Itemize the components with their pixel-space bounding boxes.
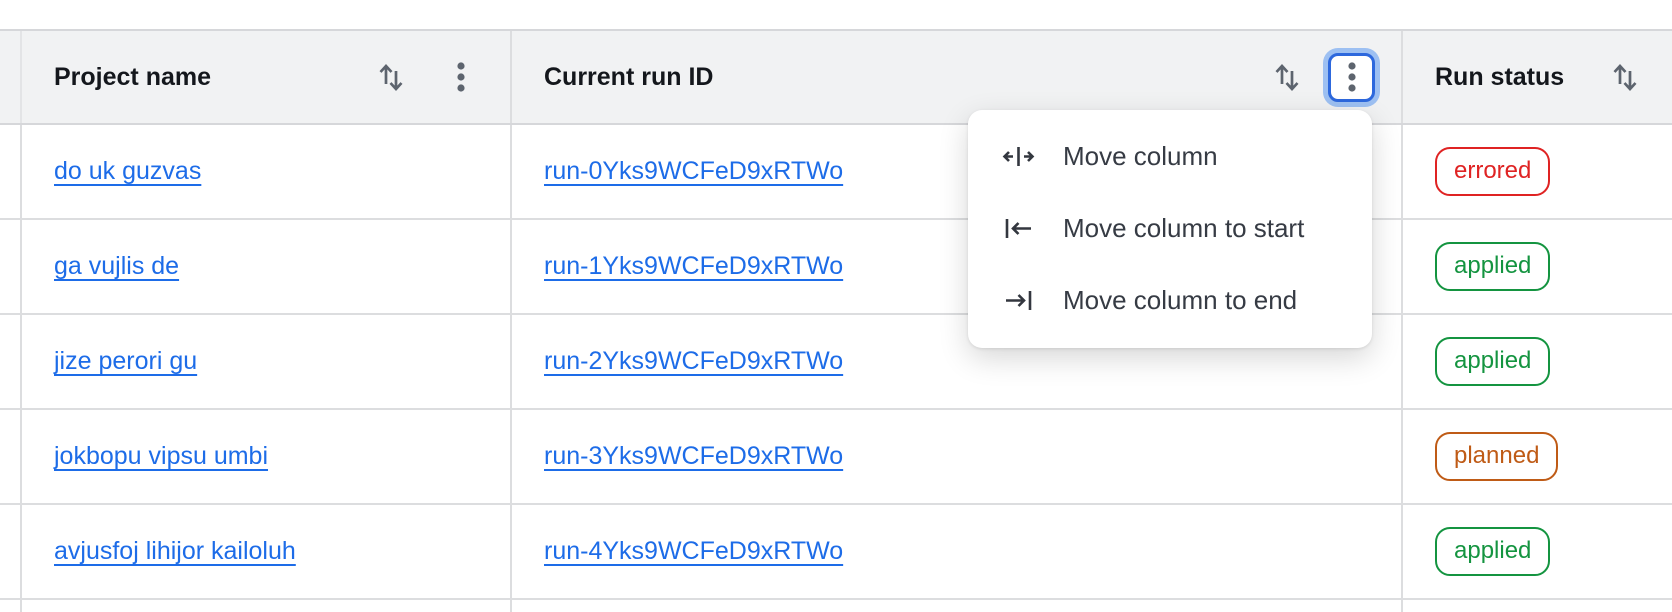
run-status-cell: applied: [1403, 315, 1672, 408]
sort-column-button[interactable]: [372, 57, 410, 98]
move-column-to-end-icon: [1006, 290, 1032, 310]
sort-arrows-icon: [1275, 63, 1299, 91]
column-header-run-status: Run status: [1403, 31, 1672, 123]
sort-arrows-icon: [1613, 63, 1637, 91]
menu-item-move-column[interactable]: Move column: [968, 120, 1372, 192]
column-header-label: Current run ID: [544, 62, 714, 91]
menu-item-label: Move column to end: [1063, 284, 1298, 315]
projects-runs-table: Project name Curre: [0, 29, 1672, 612]
project-name-cell: [22, 600, 512, 612]
column-options-menu: Move column Move column to start Move co…: [968, 110, 1372, 348]
sort-column-button[interactable]: [1268, 57, 1306, 98]
column-header-label: Run status: [1435, 62, 1565, 91]
sort-arrows-icon: [379, 63, 403, 91]
menu-item-label: Move column to start: [1063, 212, 1305, 243]
run-id-cell: [512, 600, 1403, 612]
run-status-cell: planned: [1403, 410, 1672, 503]
project-link[interactable]: jokbopu vipsu umbi: [54, 442, 269, 470]
row-spacer-cell: [0, 315, 22, 408]
status-badge: applied: [1435, 337, 1551, 386]
kebab-menu-icon: [1347, 62, 1356, 92]
table-header-row: Project name Curre: [0, 29, 1672, 125]
row-spacer-cell: [0, 410, 22, 503]
run-id-link[interactable]: run-1Yks9WCFeD9xRTWo: [544, 252, 844, 280]
table-row: ga vujlis de run-1Yks9WCFeD9xRTWo applie…: [0, 220, 1672, 315]
move-column-icon: [1002, 146, 1035, 166]
run-id-cell: run-4Yks9WCFeD9xRTWo: [512, 505, 1403, 598]
menu-item-label: Move column: [1063, 140, 1218, 171]
menu-item-move-column-to-end[interactable]: Move column to end: [968, 264, 1372, 336]
project-link[interactable]: do uk guzvas: [54, 157, 202, 185]
column-header-label: Project name: [54, 62, 212, 91]
project-link[interactable]: jize perori gu: [54, 347, 198, 375]
menu-item-move-column-to-start[interactable]: Move column to start: [968, 192, 1372, 264]
row-spacer-cell: [0, 600, 22, 612]
column-header-current-run-id: Current run ID: [512, 31, 1403, 123]
run-id-link[interactable]: run-2Yks9WCFeD9xRTWo: [544, 347, 844, 375]
row-spacer-cell: [0, 220, 22, 313]
run-status-cell: applied: [1403, 220, 1672, 313]
row-spacer-cell: [0, 125, 22, 218]
status-badge: applied: [1435, 527, 1551, 576]
run-status-cell: [1403, 600, 1672, 612]
table-row: [0, 600, 1672, 612]
project-name-cell: jokbopu vipsu umbi: [22, 410, 512, 503]
project-name-cell: do uk guzvas: [22, 125, 512, 218]
run-id-cell: run-1Yks9WCFeD9xRTWo: [512, 220, 1403, 313]
run-id-cell: run-0Yks9WCFeD9xRTWo: [512, 125, 1403, 218]
project-link[interactable]: avjusfoj lihijor kailoluh: [54, 537, 296, 565]
column-menu-button[interactable]: [452, 57, 470, 97]
table-row: jokbopu vipsu umbi run-3Yks9WCFeD9xRTWo …: [0, 410, 1672, 505]
run-id-cell: run-3Yks9WCFeD9xRTWo: [512, 410, 1403, 503]
sort-column-button[interactable]: [1606, 57, 1644, 98]
column-header-project-name: Project name: [22, 31, 512, 123]
run-id-link[interactable]: run-4Yks9WCFeD9xRTWo: [544, 537, 844, 565]
row-spacer-cell: [0, 505, 22, 598]
run-id-link[interactable]: run-3Yks9WCFeD9xRTWo: [544, 442, 844, 470]
project-name-cell: ga vujlis de: [22, 220, 512, 313]
project-name-cell: avjusfoj lihijor kailoluh: [22, 505, 512, 598]
run-status-cell: applied: [1403, 505, 1672, 598]
run-status-cell: errored: [1403, 125, 1672, 218]
move-column-to-start-icon: [1005, 218, 1031, 238]
run-id-link[interactable]: run-0Yks9WCFeD9xRTWo: [544, 157, 844, 185]
status-badge: applied: [1435, 242, 1551, 291]
table-row: avjusfoj lihijor kailoluh run-4Yks9WCFeD…: [0, 505, 1672, 600]
table-row: do uk guzvas run-0Yks9WCFeD9xRTWo errore…: [0, 125, 1672, 220]
column-menu-button-focused[interactable]: [1328, 52, 1375, 102]
run-id-cell: run-2Yks9WCFeD9xRTWo: [512, 315, 1403, 408]
table-row: jize perori gu run-2Yks9WCFeD9xRTWo appl…: [0, 315, 1672, 410]
status-badge: errored: [1435, 147, 1551, 196]
project-link[interactable]: ga vujlis de: [54, 252, 180, 280]
status-badge: planned: [1435, 432, 1559, 481]
project-name-cell: jize perori gu: [22, 315, 512, 408]
table-header-spacer-cell: [0, 31, 22, 123]
kebab-menu-icon: [457, 62, 465, 92]
